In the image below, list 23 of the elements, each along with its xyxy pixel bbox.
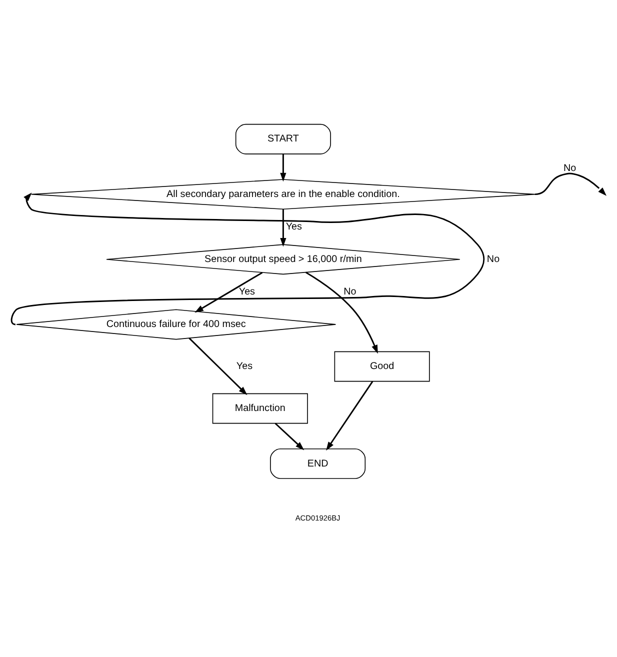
arrow (280, 208, 286, 246)
arrow (534, 172, 607, 196)
edge-label: Yes (238, 286, 256, 297)
edge-label: Yes (236, 360, 253, 372)
node-diamond: All secondary parameters are in the enable condition. (30, 178, 536, 210)
edge-label: No (486, 253, 500, 264)
arrow (194, 271, 263, 312)
arrow (188, 337, 248, 395)
node-box: Malfunction (212, 392, 308, 424)
edge-label: Yes (286, 220, 302, 232)
arrow (280, 154, 286, 182)
label: ACD01926BJ (295, 513, 340, 522)
edge-label: No (344, 286, 356, 297)
arrow (274, 422, 304, 450)
node-box: Good (334, 350, 430, 382)
node-box: END (270, 448, 366, 478)
node-diamond: Sensor output speed > 16,000 r/min (106, 244, 460, 274)
node-box: START (235, 123, 331, 154)
arrow (12, 192, 484, 324)
arrow (326, 380, 374, 450)
node-diamond: Continuous failure for 400 msec (16, 308, 336, 340)
edge-label: No (564, 162, 576, 174)
arrow (305, 271, 378, 354)
